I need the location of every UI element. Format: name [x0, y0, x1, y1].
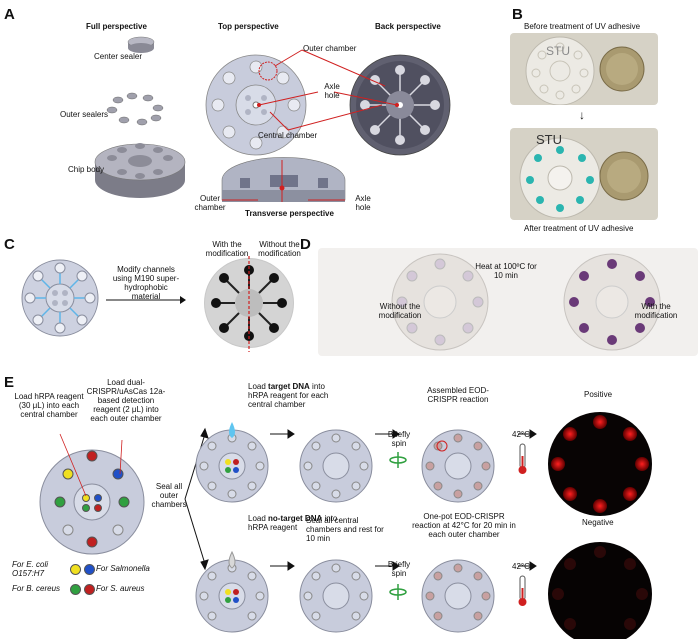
panel-label-b: B	[512, 6, 523, 23]
panel-label-e: E	[4, 374, 15, 391]
heat-label: Heat at 100ºC for 10 min	[475, 262, 537, 280]
full-perspective-title: Full perspective	[86, 22, 147, 31]
center-sealer-label: Center sealer	[94, 52, 143, 61]
chip-writing-after: STU	[536, 132, 562, 147]
seal-central-label: Seal all central chambers and rest for 1…	[306, 516, 384, 543]
legend-item-saureus: For S. aureus	[96, 584, 145, 593]
chip-body-shape	[94, 143, 186, 198]
panel-label-c: C	[4, 236, 15, 253]
outer-chamber-label: Outer chamber	[303, 44, 357, 53]
onepot-label: One-pot EOD-CRISPR reaction at 42°C for …	[412, 512, 516, 539]
load-hrpa-label: Load hRPA reagent (30 μL) into each cent…	[14, 392, 84, 419]
transverse-section	[221, 157, 346, 202]
negative-result	[548, 542, 652, 639]
outer-sealers-shape	[106, 92, 164, 126]
center-sealer-shape	[127, 36, 155, 53]
legend-item-ecoli: For E. coli O157:H7	[12, 560, 49, 578]
after-uv-photo: STU	[510, 128, 658, 220]
load-notarget-label: Load no-target DNA into hRPA reagent	[248, 514, 338, 532]
central-chamber-label: Central chamber	[258, 131, 318, 140]
legend-item-salmonella: For Salmonella	[96, 564, 150, 573]
negative-label: Negative	[582, 518, 614, 527]
positive-label: Positive	[584, 390, 613, 399]
transverse-outer-chamber-label: Outer chamber	[194, 194, 226, 212]
temp-label-2: 42°C	[512, 562, 530, 571]
thermometer-icons	[518, 443, 527, 606]
panel-a-illustration	[94, 36, 451, 202]
d-without-mod-label: Without the modification	[378, 302, 422, 320]
chip-body-label: Chip body	[68, 165, 105, 174]
temp-label-1: 42°C	[512, 430, 530, 439]
top-perspective-disc	[205, 54, 307, 156]
panel-label-d: D	[300, 236, 311, 253]
panel-c-arrow	[106, 296, 186, 304]
panel-label-a: A	[4, 6, 15, 23]
down-arrow: ↓	[579, 108, 585, 122]
back-perspective-title: Back perspective	[375, 22, 441, 31]
before-uv-label: Before treatment of UV adhesive	[524, 22, 641, 31]
after-uv-label: After treatment of UV adhesive	[524, 224, 634, 233]
positive-result	[548, 412, 652, 516]
without-mod-label: Without the modification	[258, 240, 301, 258]
outer-sealers-label: Outer sealers	[60, 110, 109, 119]
briefly-spin-label-1: Briefly spin	[387, 430, 411, 448]
legend-swatch-salmonella	[84, 564, 95, 575]
chip-writing: STU	[546, 44, 570, 58]
panel-e-illustration	[39, 412, 652, 639]
assembled-label: Assembled EOD-CRISPR reaction	[427, 386, 489, 404]
panel-d-photo	[318, 248, 698, 356]
legend-swatch-bcereus	[70, 584, 81, 595]
axle-hole-label: Axle hole	[324, 82, 340, 100]
bottom-row-discs	[195, 550, 495, 633]
transverse-perspective-title: Transverse perspective	[245, 209, 334, 218]
top-row-discs	[195, 422, 495, 503]
seal-outer-label: Seal all outer chambers	[151, 482, 187, 509]
legend-item-bcereus: For B. cereus	[12, 584, 61, 593]
top-perspective-title: Top perspective	[218, 22, 279, 31]
legend-swatch-saureus	[84, 584, 95, 595]
legend-swatch-ecoli	[70, 564, 81, 575]
modification-divider	[248, 256, 250, 352]
before-uv-photo: STU	[510, 33, 658, 105]
with-mod-label: With the modification	[205, 240, 249, 258]
d-with-mod-label: With the modification	[634, 302, 678, 320]
transverse-axle-hole-label: Axle hole	[355, 194, 371, 212]
spin-icons	[389, 452, 407, 600]
load-dual-label: Load dual-CRISPR/uAsCas 12a-based detect…	[86, 378, 166, 423]
back-perspective-disc	[349, 54, 451, 156]
panel-c-chip	[21, 259, 99, 337]
load-target-label: Load target DNA into hRPA reagent for ea…	[248, 382, 329, 409]
modify-channels-label: Modify channels using M190 super-hydroph…	[112, 265, 180, 301]
initial-chip-disc	[39, 433, 145, 555]
briefly-spin-label-2: Briefly spin	[387, 560, 411, 578]
